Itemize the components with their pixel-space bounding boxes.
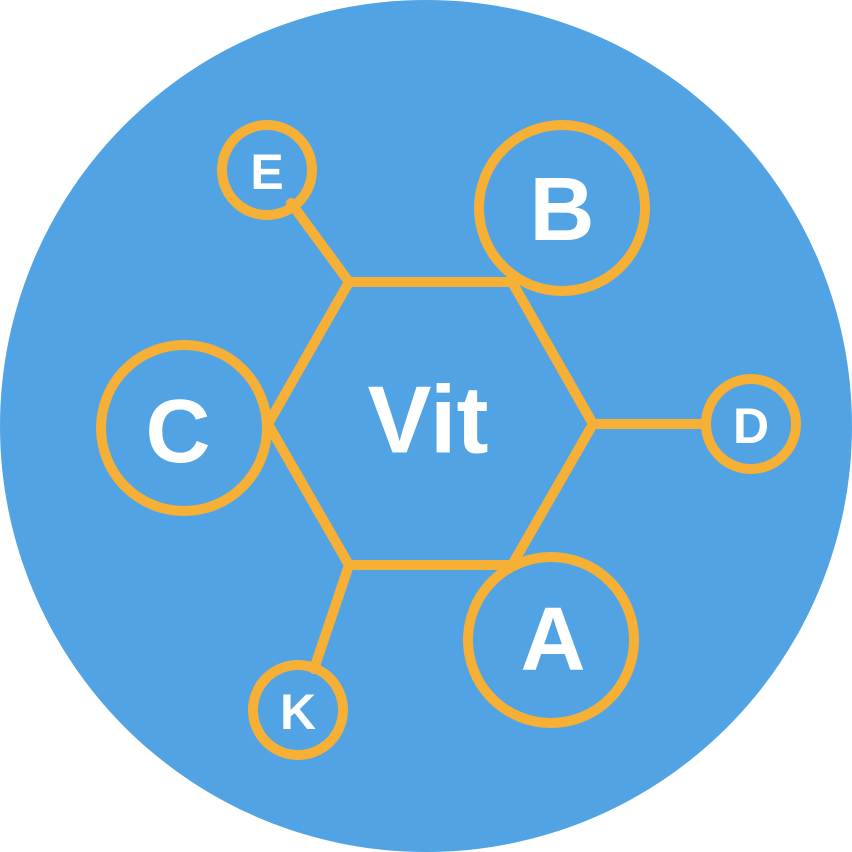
node-e-label: E [250,144,283,200]
node-d-circle [701,374,801,474]
node-a-label: A [521,590,586,690]
node-b-label: B [530,160,595,260]
center-label: Vit [368,367,489,474]
connector-e [286,198,354,287]
node-c: C [96,340,272,516]
node-k-label: K [280,684,316,740]
node-a: A [463,552,639,728]
node-c-circle [96,340,272,516]
node-b-circle [474,120,650,296]
node-e: E [217,120,317,220]
node-b: B [474,120,650,296]
node-d-label: D [733,398,769,454]
node-c-label: C [146,382,211,482]
node-a-circle [463,552,639,728]
node-e-circle [217,120,317,220]
node-k: K [248,660,348,760]
connector-k [309,560,354,674]
node-d: D [701,374,801,474]
node-k-circle [248,660,348,760]
